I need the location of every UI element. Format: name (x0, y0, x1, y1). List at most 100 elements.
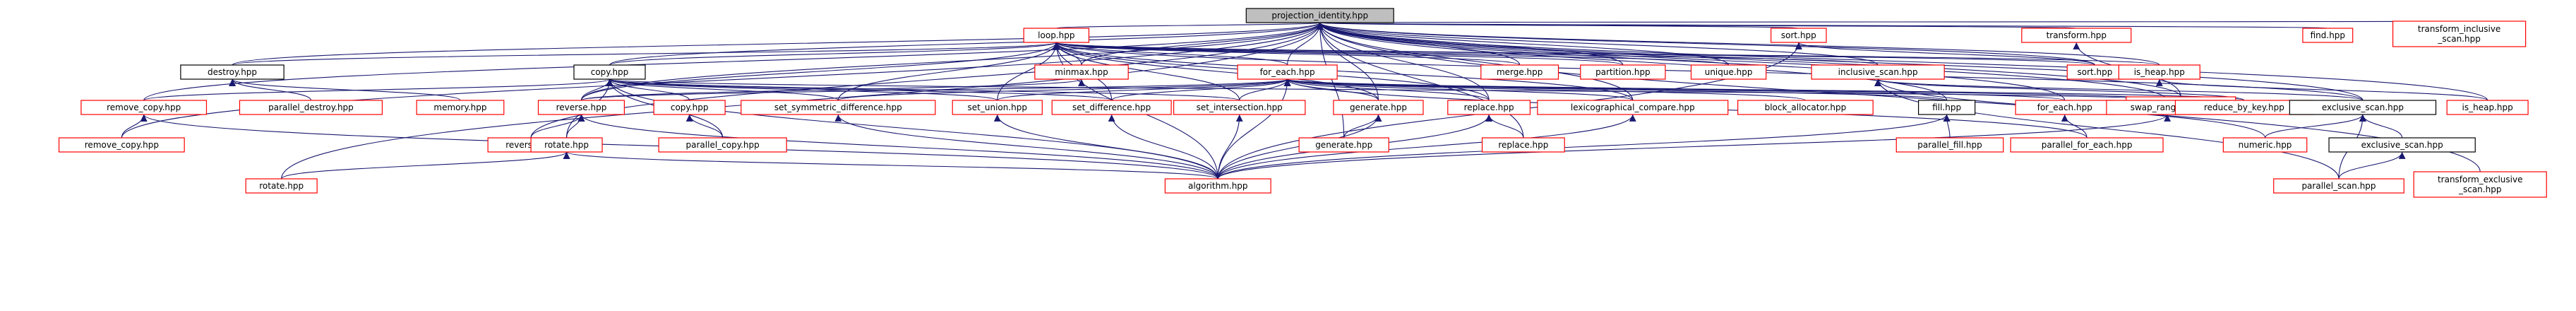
node-set-union[interactable]: set_union.hpp (952, 100, 1043, 115)
edge-generate2-to-generate (1343, 114, 1382, 139)
node-is-heap2[interactable]: is_heap.hpp (2446, 100, 2529, 115)
node-reverse[interactable]: reverse.hpp (537, 100, 625, 115)
node-box (416, 100, 505, 115)
node-block-allocator[interactable]: block_allocator.hpp (1737, 100, 1874, 115)
edge-parallel_copy-to-copy_mid (685, 114, 724, 139)
node-label: parallel_destroy.hpp (268, 102, 354, 112)
edge-algorithm-to-reverse (577, 114, 1218, 180)
node-box (741, 100, 936, 115)
node-copy-top[interactable]: copy.hpp (573, 64, 646, 80)
node-reduce-by-key[interactable]: reduce_by_key.hpp (2174, 100, 2314, 115)
node-copy-mid[interactable]: copy.hpp (653, 100, 726, 115)
edge-exclusive_scan-to-inclusive_scan (1874, 78, 2364, 101)
node-remove-copy[interactable]: remove_copy.hpp (80, 100, 208, 115)
edge-swap_ranges-to-root (1317, 22, 2168, 101)
edge-set_union-to-copy_top (606, 78, 998, 101)
node-box (180, 64, 284, 80)
node-parallel-fill[interactable]: parallel_fill.hpp (1895, 137, 2004, 153)
node-box (1895, 137, 2004, 153)
node-label: partition.hpp (1595, 67, 1651, 77)
edge-for_each-to-loop (1053, 42, 1288, 66)
node-box (2021, 28, 2132, 43)
node-box (2446, 100, 2529, 115)
node-label: block_allocator.hpp (1765, 102, 1847, 112)
node-label: is_heap.hpp (2462, 102, 2513, 112)
edge-algorithm-to-fill (1217, 114, 1951, 180)
node-algorithm[interactable]: algorithm.hpp (1164, 178, 1271, 194)
node-unique[interactable]: unique.hpp (1690, 64, 1767, 80)
node-box (537, 100, 625, 115)
node-box (245, 178, 318, 194)
node-exclusive-scan[interactable]: exclusive_scan.hpp (2289, 100, 2437, 115)
node-transform-exclusive-scan[interactable]: transform_exclusive_scan.hpp (2413, 171, 2547, 198)
edge-set_symmetric_difference-to-for_each (837, 78, 1291, 101)
edge-reduce_by_key-to-for_each (1284, 78, 2245, 101)
node-parallel-for-each[interactable]: parallel_for_each.hpp (2010, 137, 2164, 153)
node-label: set_symmetric_difference.hpp (774, 102, 902, 112)
edge-inclusive_scan-to-loop (1053, 42, 1879, 66)
node-box (1173, 100, 1306, 115)
edge-reverse-to-root (580, 22, 1324, 101)
node-inclusive-scan[interactable]: inclusive_scan.hpp (1811, 64, 1945, 80)
node-fill[interactable]: fill.hpp (1917, 100, 1976, 115)
node-sort[interactable]: sort.hpp (1771, 28, 1827, 43)
edge-algorithm-to-generate (1217, 114, 1382, 180)
node-for-each2[interactable]: for_each.hpp (2015, 100, 2115, 115)
edge-is_heap2-to-root (1317, 22, 2488, 101)
node-box (1737, 100, 1874, 115)
node-set-symmetric-difference[interactable]: set_symmetric_difference.hpp (741, 100, 936, 115)
node-transform[interactable]: transform.hpp (2021, 28, 2132, 43)
node-remove-copy2[interactable]: remove_copy.hpp (58, 137, 185, 153)
node-memory[interactable]: memory.hpp (416, 100, 505, 115)
node-box (1480, 64, 1559, 80)
edge-block_allocator-to-for_each (1284, 78, 1806, 101)
edge-generate2-to-root (1316, 22, 1345, 139)
edge-unique-to-root (1317, 22, 1730, 66)
node-label: loop.hpp (1038, 30, 1074, 40)
edge-loop-to-root (1055, 22, 1323, 30)
node-box (1771, 28, 1827, 43)
node-box (2222, 137, 2308, 153)
edge-destroy-to-loop (232, 42, 1060, 66)
node-parallel-scan[interactable]: parallel_scan.hpp (2273, 178, 2404, 194)
edge-merge-to-loop (1053, 42, 1521, 66)
node-generate2[interactable]: generate.hpp (1298, 137, 1389, 153)
node-lexicographical-compare[interactable]: lexicographical_compare.hpp (1537, 100, 1729, 115)
node-parallel-copy[interactable]: parallel_copy.hpp (658, 137, 787, 153)
node-rotate2[interactable]: rotate.hpp (245, 178, 318, 194)
node-loop[interactable]: loop.hpp (1023, 28, 1090, 43)
edge-is_heap2-to-is_heap (2156, 78, 2488, 101)
node-generate[interactable]: generate.hpp (1333, 100, 1424, 115)
node-find[interactable]: find.hpp (2302, 28, 2354, 43)
node-sort2[interactable]: sort.hpp (2066, 64, 2123, 80)
node-merge[interactable]: merge.hpp (1480, 64, 1559, 80)
node-exclusive-scan2[interactable]: exclusive_scan.hpp (2328, 137, 2476, 153)
edge-parallel_destroy-to-destroy (229, 78, 312, 101)
edge-set_symmetric_difference-to-loop (837, 42, 1060, 101)
edge-remove_copy-to-copy_top (143, 78, 613, 101)
edge-algorithm-to-lexicographical_compare (1217, 114, 1636, 180)
node-parallel-destroy[interactable]: parallel_destroy.hpp (239, 100, 383, 115)
node-box (239, 100, 383, 115)
node-for-each[interactable]: for_each.hpp (1237, 64, 1338, 80)
node-rotate[interactable]: rotate.hpp (530, 137, 603, 153)
node-box (1034, 64, 1129, 80)
node-root[interactable]: projection_identity.hpp (1245, 8, 1394, 23)
node-replace[interactable]: replace.hpp (1447, 100, 1531, 115)
node-replace2[interactable]: replace.hpp (1481, 137, 1565, 153)
node-box (653, 100, 726, 115)
edge-partition-to-loop (1053, 42, 1624, 66)
node-set-intersection[interactable]: set_intersection.hpp (1173, 100, 1306, 115)
node-box (2302, 28, 2354, 43)
node-numeric[interactable]: numeric.hpp (2222, 137, 2308, 153)
node-destroy[interactable]: destroy.hpp (180, 64, 284, 80)
node-transform-inclusive-scan[interactable]: transform_inclusive_scan.hpp (2392, 20, 2527, 47)
node-label: projection_identity.hpp (1271, 11, 1368, 20)
node-is-heap[interactable]: is_heap.hpp (2118, 64, 2200, 80)
node-label: _scan.hpp (2458, 184, 2501, 194)
node-label: fill.hpp (1932, 102, 1961, 112)
node-set-difference[interactable]: set_difference.hpp (1051, 100, 1172, 115)
edge-unique-to-loop (1053, 42, 1730, 66)
node-partition[interactable]: partition.hpp (1580, 64, 1666, 80)
node-minmax[interactable]: minmax.hpp (1034, 64, 1129, 80)
